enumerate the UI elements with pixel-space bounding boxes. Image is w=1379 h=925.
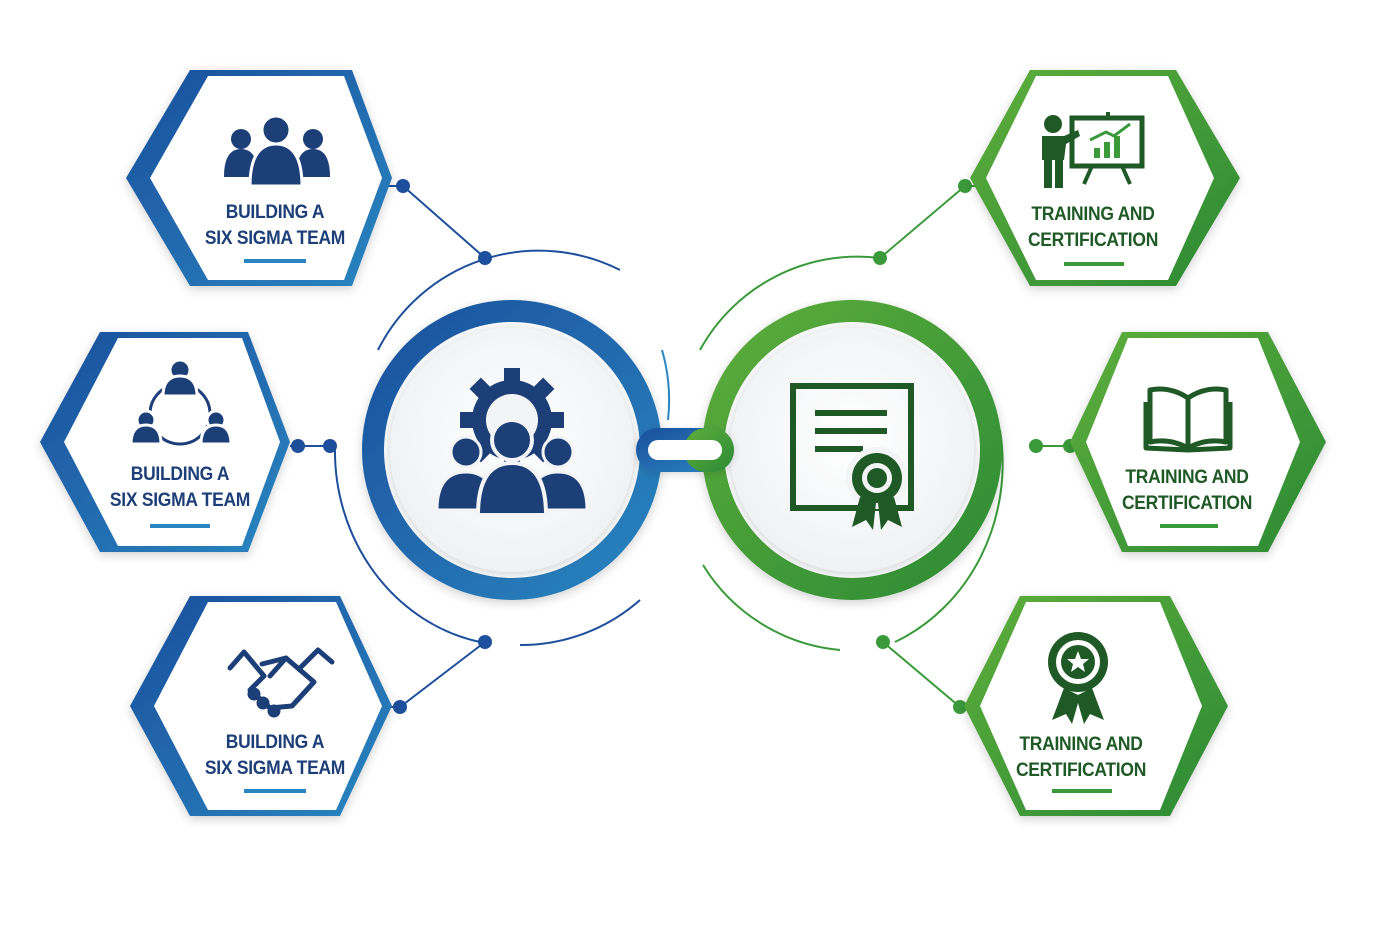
left-node-1 [126, 70, 392, 286]
left-hub [333, 249, 671, 647]
left-connector-dots [291, 179, 492, 714]
node-underline [150, 524, 210, 528]
right-node-2 [1070, 332, 1326, 552]
left-node-1-label: BUILDING A SIX SIGMA TEAM [197, 200, 353, 252]
handshake-icon [227, 647, 335, 718]
label-line-1: BUILDING A [130, 464, 230, 485]
node-underline [1160, 524, 1218, 528]
right-node-3-label: TRAINING AND CERTIFICATION [1003, 732, 1159, 784]
label-line-2: CERTIFICATION [1027, 230, 1159, 251]
node-underline [1052, 789, 1112, 793]
people-group-icon [224, 114, 330, 188]
left-node-2-label: BUILDING A SIX SIGMA TEAM [102, 462, 258, 514]
right-node-2-label: TRAINING AND CERTIFICATION [1109, 465, 1265, 517]
node-underline [1064, 262, 1124, 266]
label-line-2: CERTIFICATION [1121, 493, 1253, 514]
right-node-1-label: TRAINING AND CERTIFICATION [1015, 202, 1171, 254]
open-book-icon [1143, 386, 1233, 453]
right-node-1 [970, 70, 1240, 286]
label-line-2: SIX SIGMA TEAM [204, 228, 346, 249]
left-node-3 [130, 596, 392, 816]
team-gear-icon [435, 368, 589, 517]
node-underline [244, 789, 306, 793]
left-node-3-label: BUILDING A SIX SIGMA TEAM [197, 730, 353, 782]
right-hub [699, 255, 1004, 651]
certificate-icon [790, 383, 914, 530]
presenter-chart-icon [1042, 112, 1145, 188]
label-line-1: TRAINING AND [1019, 734, 1143, 755]
label-line-2: SIX SIGMA TEAM [109, 490, 251, 511]
label-line-2: CERTIFICATION [1015, 760, 1147, 781]
right-node-3 [964, 596, 1228, 816]
label-line-1: TRAINING AND [1125, 467, 1249, 488]
node-underline [244, 259, 306, 263]
label-line-1: BUILDING A [225, 732, 325, 753]
network-people-icon [129, 358, 233, 446]
left-node-2 [40, 332, 290, 552]
label-line-1: BUILDING A [225, 202, 325, 223]
chain-link-icon [636, 428, 734, 472]
label-line-2: SIX SIGMA TEAM [204, 758, 346, 779]
label-line-1: TRAINING AND [1031, 204, 1155, 225]
award-ribbon-icon [1048, 632, 1108, 724]
